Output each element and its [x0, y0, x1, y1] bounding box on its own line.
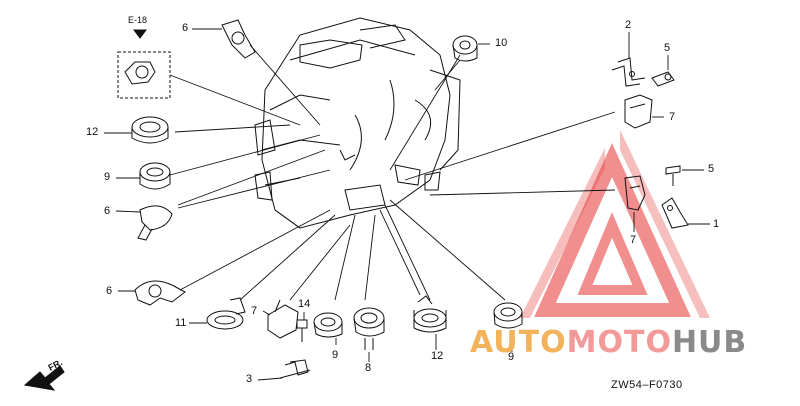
callout-12-bottom: 12 — [431, 350, 444, 362]
callout-8: 8 — [365, 362, 372, 374]
watermark-text: AUTOMOTOHUB — [470, 328, 747, 358]
callout-6-bottom: 6 — [106, 285, 113, 297]
engine-block — [254, 17, 461, 229]
callout-9-right: 9 — [508, 351, 515, 363]
callout-5-top: 5 — [664, 42, 671, 54]
callout-14: 14 — [298, 298, 311, 310]
callout-3: 3 — [246, 373, 253, 385]
leader-lines — [169, 44, 616, 301]
callout-9-left: 9 — [104, 171, 111, 183]
callout-11: 11 — [175, 317, 187, 329]
callout-7-right: 7 — [630, 234, 637, 246]
diagram-code: ZW54–F0730 — [611, 379, 683, 391]
callout-9-bottom: 9 — [332, 349, 339, 361]
watermark-text-auto: AUTO — [470, 325, 567, 360]
callout-7-top: 7 — [669, 111, 676, 123]
callout-7-bottom: 7 — [251, 305, 258, 317]
callout-12-left: 12 — [86, 126, 99, 138]
callout-4: 6 — [104, 205, 111, 217]
watermark-logo — [534, 142, 691, 317]
callout-6-top: 6 — [182, 22, 189, 34]
callout-1: 1 — [713, 218, 720, 230]
callout-ticks — [104, 28, 710, 381]
part-clips — [23, 19, 689, 391]
callout-2: 2 — [625, 19, 632, 31]
callout-5-right: 5 — [708, 163, 715, 175]
callout-10: 10 — [495, 37, 508, 49]
watermark-text-moto: MOTO — [566, 325, 672, 360]
watermark-text-hub: HUB — [671, 325, 748, 360]
reference-label: E-18 — [128, 15, 148, 25]
